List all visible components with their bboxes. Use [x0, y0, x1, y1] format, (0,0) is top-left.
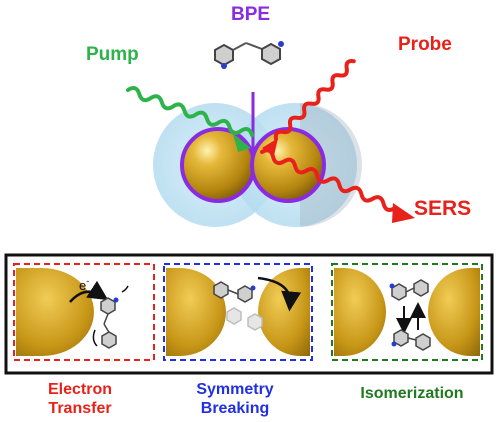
- caption-symmetry-breaking: Symmetry Breaking: [180, 380, 290, 418]
- nanoparticle-dimer: [153, 103, 362, 227]
- caption-electron-transfer: Electron Transfer: [25, 380, 135, 418]
- panel-electron-transfer: e-: [13, 263, 155, 361]
- pump-wave: [126, 86, 255, 138]
- caption-line-1: Electron: [47, 381, 112, 398]
- sers-label: SERS: [414, 197, 472, 220]
- sers-arrowhead: [392, 203, 415, 223]
- probe-arrowhead: [262, 138, 278, 156]
- pump-arrowhead: [233, 134, 251, 152]
- bpe-molecule-icon: [100, 297, 119, 349]
- electron-symbol: e-: [79, 276, 89, 293]
- gold-sphere-right: [250, 127, 326, 203]
- gold-sphere-left: [180, 127, 256, 203]
- caption-line-2: Breaking: [200, 400, 270, 417]
- halo-cutaway: [300, 103, 362, 227]
- caption-line-1: Isomerization: [360, 385, 464, 402]
- panel-symmetry-breaking: [163, 263, 313, 361]
- bpe-molecule-icon: [213, 281, 256, 303]
- trans-isomer-icon: [389, 279, 429, 301]
- caption-isomerization: Isomerization: [352, 384, 472, 403]
- pump-label: Pump: [86, 44, 139, 65]
- bpe-label: BPE: [231, 4, 271, 25]
- bpe-molecule-icon: [214, 41, 284, 69]
- caption-line-1: Symmetry: [196, 381, 274, 398]
- bpe-ghost-icon: [226, 307, 263, 331]
- probe-wave: [273, 59, 356, 141]
- caption-line-2: Transfer: [48, 400, 112, 417]
- cis-isomer-icon: [391, 329, 431, 351]
- probe-label: Probe: [398, 34, 452, 55]
- panel-isomerization: [331, 263, 483, 361]
- sers-wave: [260, 148, 397, 212]
